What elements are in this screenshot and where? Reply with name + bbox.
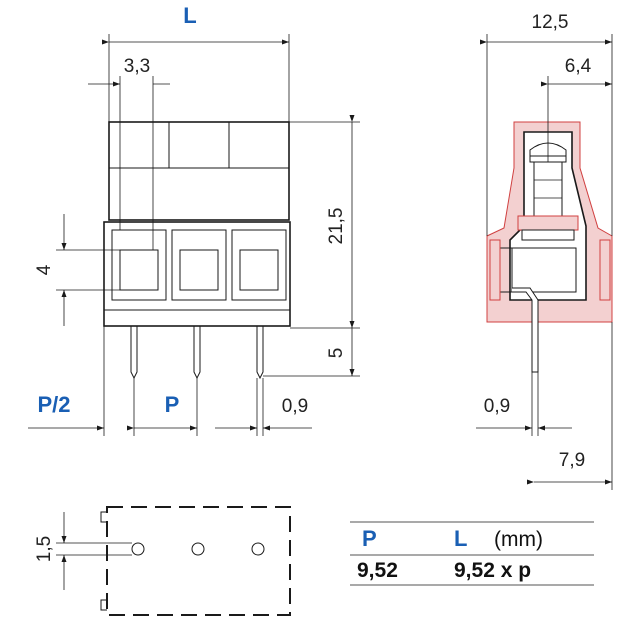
pin-hole-1 xyxy=(131,542,145,556)
dim-pin-offset: 7,9 xyxy=(559,450,585,471)
wire-entry-3 xyxy=(231,229,287,301)
dimension-table: P L (mm) 9,52 9,52 x p xyxy=(350,521,594,586)
pin-hole-3 xyxy=(251,542,265,556)
dim-pin-width-front: 0,9 xyxy=(282,396,308,417)
table-header-P: P xyxy=(362,526,377,551)
dim-height: 21,5 xyxy=(326,208,347,245)
dim-depth: 12,5 xyxy=(532,12,569,33)
table-value-L: 9,52 x p xyxy=(454,559,531,582)
label-L: L xyxy=(183,3,196,28)
label-P: P xyxy=(165,392,180,417)
dim-pin-width-side: 0,9 xyxy=(484,396,510,417)
label-P-half: P/2 xyxy=(37,392,70,417)
dim-slot: 4 xyxy=(34,264,55,275)
side-view: 12,5 6,4 0,9 7,9 xyxy=(476,12,613,490)
wire-entry-1 xyxy=(111,229,167,301)
dim-pin-length: 5 xyxy=(326,348,347,359)
dim-pitch-half: 3,3 xyxy=(124,56,150,77)
table-value-P: 9,52 xyxy=(357,559,398,582)
front-view: L 3,3 21,5 5 4 P/2 P 0,9 xyxy=(28,3,360,436)
pcb-footprint: 1,5 xyxy=(34,506,291,616)
pins xyxy=(130,326,264,380)
table-header-L: L xyxy=(454,526,467,551)
table-header-unit: (mm) xyxy=(494,528,543,551)
dim-hole-offset: 1,5 xyxy=(34,536,55,562)
dim-screw-offset: 6,4 xyxy=(565,56,592,77)
pin-hole-2 xyxy=(191,542,205,556)
wire-entry-2 xyxy=(171,229,227,301)
